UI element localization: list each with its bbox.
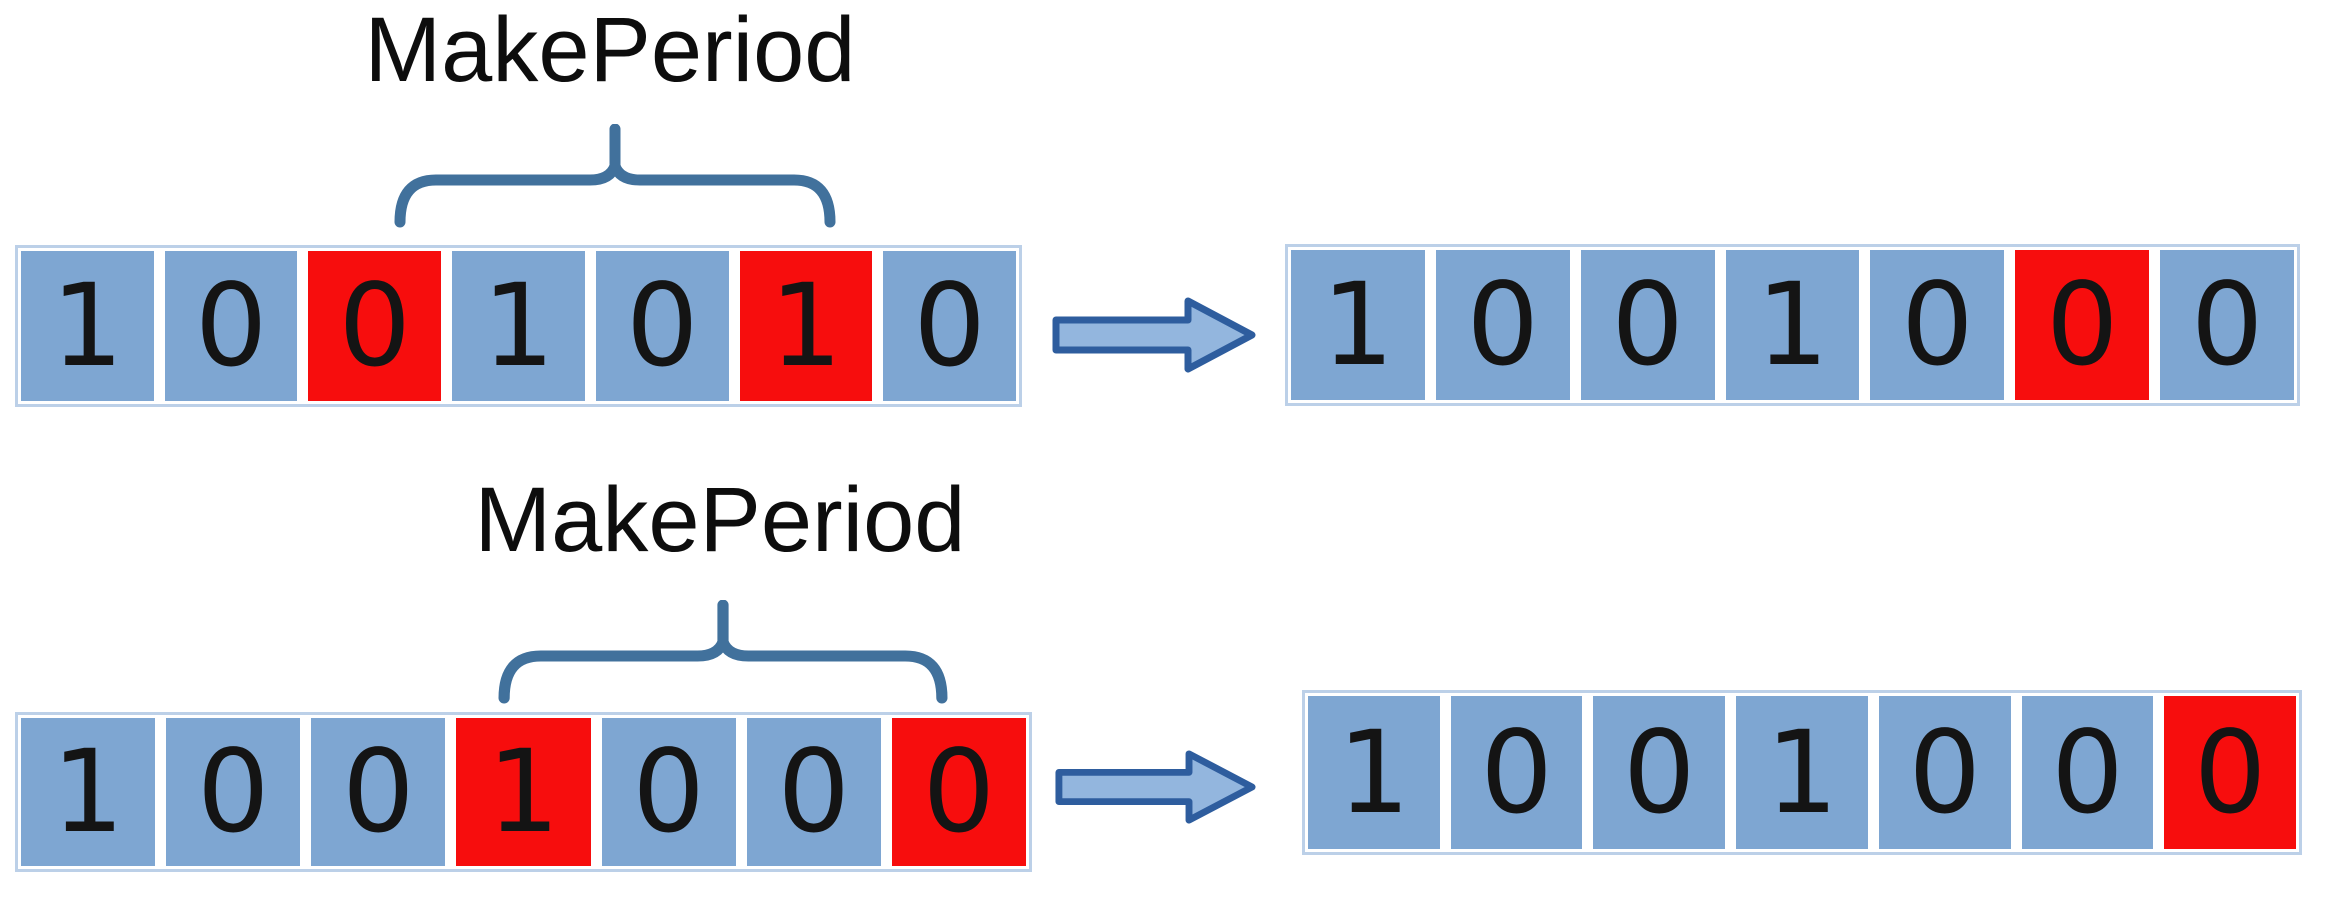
cell-digit: 0 xyxy=(913,259,986,392)
cell-digit: 0 xyxy=(2045,258,2119,391)
operation-label: MakePeriod xyxy=(474,469,966,571)
cell-digit: 0 xyxy=(632,725,705,858)
array-cell: 1 xyxy=(18,715,159,869)
right-arrow-icon xyxy=(1052,297,1256,373)
array-cell: 0 xyxy=(308,715,449,869)
cell-digit: 1 xyxy=(769,259,843,392)
cell-digit: 0 xyxy=(1908,705,1981,839)
array-cell-highlighted: 0 xyxy=(2161,693,2300,852)
array-cell: 0 xyxy=(1590,693,1729,852)
array-cell: 0 xyxy=(2157,247,2298,403)
array-cell-highlighted: 1 xyxy=(736,248,876,404)
array-cell: 0 xyxy=(598,715,739,869)
array-cell: 1 xyxy=(449,248,588,404)
cell-digit: 1 xyxy=(51,725,125,858)
cell-digit: 1 xyxy=(1765,705,1839,839)
cell-digit: 0 xyxy=(1611,258,1684,391)
cell-digit: 0 xyxy=(194,259,268,392)
cell-digit: 1 xyxy=(51,259,124,392)
array-cell: 0 xyxy=(1867,247,2008,403)
cell-digit: 0 xyxy=(2190,258,2264,391)
cell-digit: 0 xyxy=(342,725,415,858)
curly-brace-icon xyxy=(394,124,836,228)
cell-digit: 1 xyxy=(1321,258,1395,391)
cell-digit: 1 xyxy=(1756,258,1829,391)
array-cell: 0 xyxy=(163,715,304,869)
array-cell-highlighted: 1 xyxy=(453,715,594,869)
array-cell-highlighted: 0 xyxy=(2012,247,2153,403)
cell-digit: 0 xyxy=(196,725,270,858)
cell-digit: 0 xyxy=(2193,705,2267,839)
cell-digit: 0 xyxy=(625,259,699,392)
array-cell: 0 xyxy=(161,248,301,404)
array-cell: 0 xyxy=(743,715,884,869)
array-cell: 0 xyxy=(1875,693,2014,852)
array-cell: 0 xyxy=(592,248,732,404)
cell-digit: 0 xyxy=(922,725,996,858)
cell-digit: 0 xyxy=(1901,258,1974,391)
array-cell: 0 xyxy=(1432,247,1573,403)
right-arrow-icon xyxy=(1055,750,1256,824)
cell-digit: 0 xyxy=(777,725,851,858)
array-cell: 1 xyxy=(1733,693,1871,852)
array-cell: 1 xyxy=(1722,247,1863,403)
cell-digit: 0 xyxy=(1480,705,1553,839)
cell-digit: 1 xyxy=(1337,705,1411,839)
cell-digit: 0 xyxy=(338,259,412,392)
array-cell: 0 xyxy=(2018,693,2157,852)
array-cell-highlighted: 0 xyxy=(888,715,1029,869)
operation-label: MakePeriod xyxy=(364,0,856,101)
array-cell-highlighted: 0 xyxy=(305,248,445,404)
array-cell: 1 xyxy=(1288,247,1428,403)
array-cell: 0 xyxy=(1577,247,1718,403)
array-cell: 1 xyxy=(18,248,157,404)
cell-digit: 1 xyxy=(482,259,555,392)
cell-digit: 0 xyxy=(2051,705,2124,839)
cell-digit: 0 xyxy=(1466,258,1540,391)
cell-digit: 0 xyxy=(1623,705,1696,839)
array-cell: 0 xyxy=(1447,693,1586,852)
curly-brace-icon xyxy=(498,600,948,704)
cell-digit: 1 xyxy=(487,725,560,858)
array-cell: 1 xyxy=(1305,693,1443,852)
array-cell: 0 xyxy=(880,248,1020,404)
